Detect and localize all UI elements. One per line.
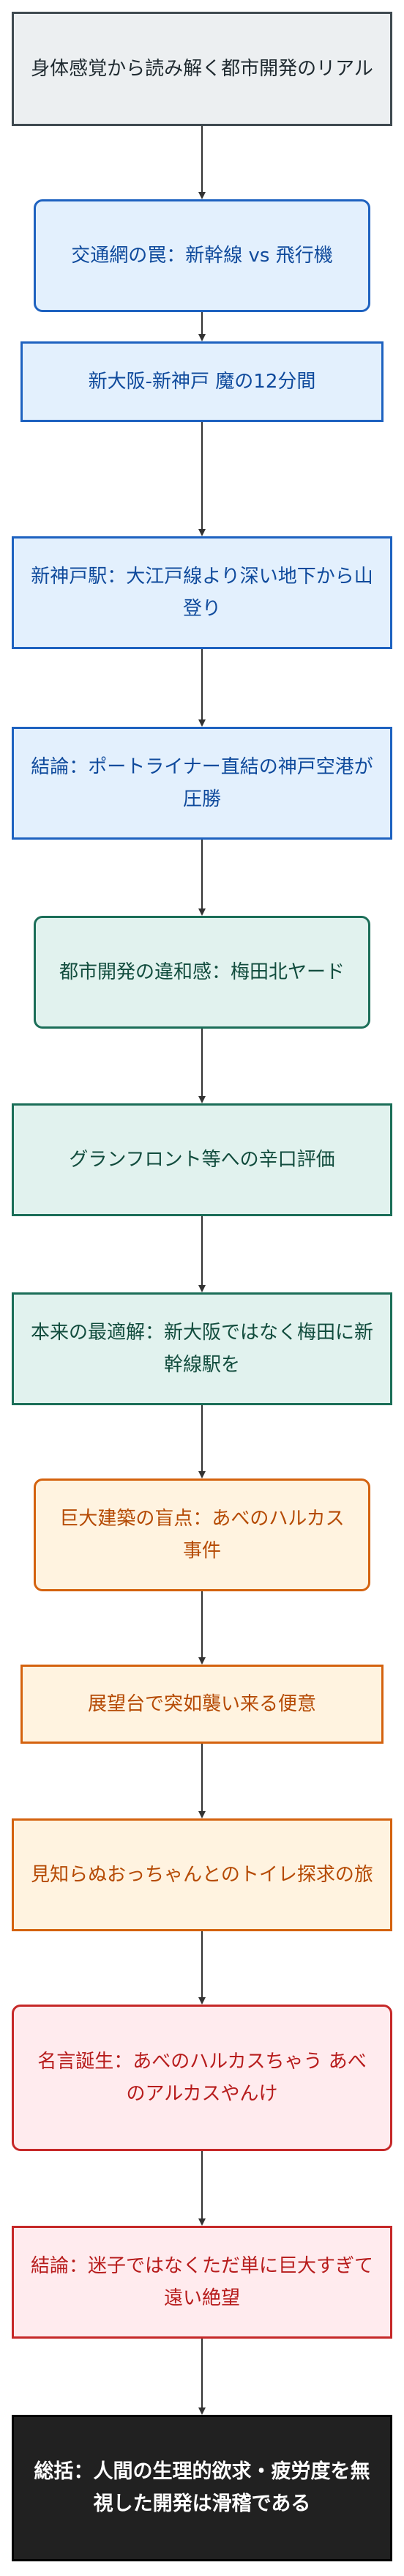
node-toilet: 見知らぬおっちゃんとのトイレ探求の旅 [12, 1818, 392, 1931]
node-port-liner: 結論：ポートライナー直結の神戸空港が圧勝 [12, 727, 392, 840]
node-summary-label: 総括：人間の生理的欲求・疲労度を無視した開発は滑稽である [34, 2460, 370, 2515]
node-start: 身体感覚から読み解く都市開発のリアル [12, 12, 392, 126]
node-shin-osaka: 新大阪-新神戸 魔の12分間 [20, 341, 384, 422]
node-optimal-label: 本来の最適解：新大阪ではなく梅田に新幹線駅を [30, 1322, 373, 1376]
node-abeno: 巨大建築の盲点：あべのハルカス事件 [34, 1478, 370, 1591]
node-umekita-label: 都市開発の違和感：梅田北ヤード [59, 961, 345, 983]
node-quote: 名言誕生：あべのハルカスちゃう あべのアルカスやんけ [12, 2005, 392, 2151]
node-observatory: 展望台で突如襲い来る便意 [20, 1665, 384, 1744]
node-grand-front: グランフロント等への辛口評価 [12, 1103, 392, 1216]
node-shinkansen-label: 交通網の罠：新幹線 vs 飛行機 [71, 245, 333, 267]
node-start-label: 身体感覚から読み解く都市開発のリアル [31, 58, 373, 80]
node-shinkansen: 交通網の罠：新幹線 vs 飛行機 [34, 199, 370, 312]
node-despair-label: 結論：迷子ではなくただ単に巨大すぎて遠い絶望 [30, 2255, 373, 2309]
node-shin-kobe-label: 新神戸駅：大江戸線より深い地下から山登り [31, 566, 373, 620]
node-optimal: 本来の最適解：新大阪ではなく梅田に新幹線駅を [12, 1292, 392, 1405]
node-observatory-label: 展望台で突如襲い来る便意 [87, 1693, 316, 1715]
node-despair: 結論：迷子ではなくただ単に巨大すぎて遠い絶望 [12, 2226, 392, 2339]
node-abeno-label: 巨大建築の盲点：あべのハルカス事件 [59, 1508, 345, 1562]
node-port-liner-label: 結論：ポートライナー直結の神戸空港が圧勝 [31, 756, 373, 810]
node-umekita: 都市開発の違和感：梅田北ヤード [34, 916, 370, 1029]
node-summary: 総括：人間の生理的欲求・疲労度を無視した開発は滑稽である [12, 2415, 392, 2561]
node-shin-kobe: 新神戸駅：大江戸線より深い地下から山登り [12, 536, 392, 649]
node-grand-front-label: グランフロント等への辛口評価 [69, 1149, 335, 1171]
node-shin-osaka-label: 新大阪-新神戸 魔の12分間 [88, 371, 316, 393]
node-toilet-label: 見知らぬおっちゃんとのトイレ探求の旅 [31, 1864, 373, 1886]
node-quote-label: 名言誕生：あべのハルカスちゃう あべのアルカスやんけ [37, 2051, 367, 2105]
